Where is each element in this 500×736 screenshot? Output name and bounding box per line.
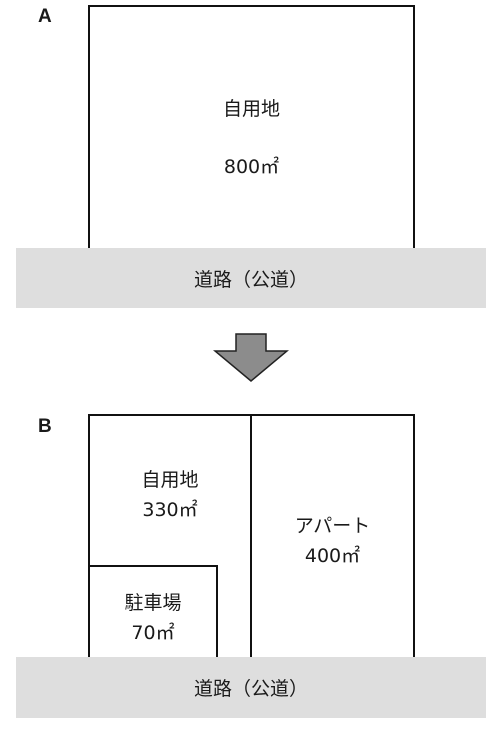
- diagram-b-self-use-area: 330㎡: [142, 499, 198, 521]
- diagram-a-plot-name: 自用地: [222, 98, 280, 120]
- diagram-a-self-use-plot: 自用地 800㎡: [88, 5, 415, 250]
- diagram-a-road-label: 道路（公道）: [193, 268, 308, 291]
- diagram-b-apartment-area: 400㎡: [304, 545, 361, 567]
- diagram-a-label: A: [38, 6, 52, 27]
- diagram-b-road-label: 道路（公道）: [193, 678, 308, 700]
- diagram-b-parking-plot: 駐車場 70㎡: [88, 565, 218, 659]
- down-arrow-icon: [213, 333, 289, 382]
- diagram-b-self-use-name: 自用地: [141, 469, 199, 491]
- diagram-a-road: 道路（公道）: [16, 248, 486, 308]
- diagram-b-apartment-name: アパート: [294, 515, 371, 537]
- diagram-a-plot-area: 800㎡: [223, 156, 280, 178]
- diagram-b-apartment-plot: アパート 400㎡: [250, 414, 415, 659]
- diagram-b-parking-area: 70㎡: [131, 622, 175, 644]
- diagram-b-label: B: [38, 416, 52, 437]
- diagram-b-road: 道路（公道）: [16, 657, 486, 718]
- diagram-b-parking-name: 駐車場: [124, 592, 182, 614]
